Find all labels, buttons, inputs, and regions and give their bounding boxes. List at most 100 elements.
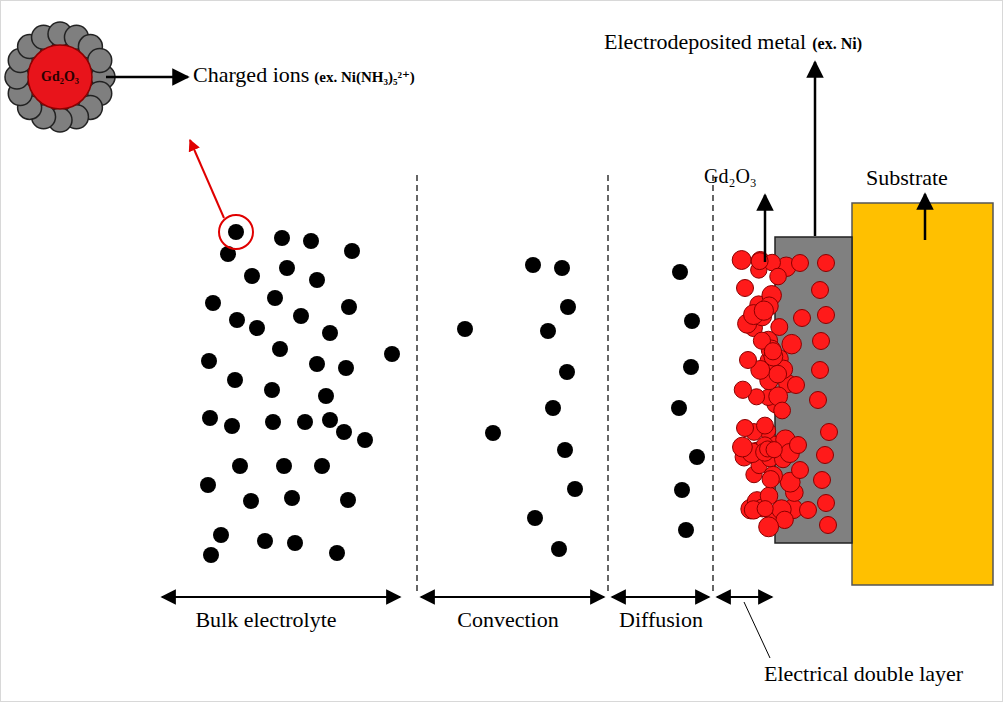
ion-dot	[338, 360, 354, 376]
ion-dot	[267, 290, 283, 306]
ion-dot	[257, 533, 273, 549]
ion-shell	[5, 22, 115, 132]
oxide-particle	[812, 282, 829, 299]
ion-dot	[560, 299, 576, 315]
ion-dot	[671, 400, 687, 416]
ion-dot	[303, 233, 319, 249]
oxide-particle	[818, 255, 835, 272]
ion-dot	[344, 243, 360, 259]
ion-dot	[276, 458, 292, 474]
oxide-particle	[751, 251, 769, 269]
oxide-particle	[792, 462, 809, 479]
ion-dot	[684, 313, 700, 329]
oxide-particle	[733, 437, 753, 457]
ion-dot	[224, 418, 240, 434]
ion-dot	[228, 224, 244, 240]
ion-dot	[244, 268, 260, 284]
ion-dot	[551, 541, 567, 557]
ion-dot	[284, 490, 300, 506]
oxide-particle	[820, 517, 837, 534]
ion-dot	[525, 257, 541, 273]
ion-dot	[559, 364, 575, 380]
particle-dots	[200, 224, 705, 563]
ion-dot	[557, 442, 573, 458]
ion-dot	[205, 295, 221, 311]
pointer-arrow	[106, 76, 188, 79]
ion-dot	[384, 346, 400, 362]
ion-dot	[272, 341, 288, 357]
ion-dot	[265, 414, 281, 430]
label: (ex. Ni)	[812, 35, 862, 53]
ion-dot	[293, 308, 309, 324]
pointer-arrow	[814, 62, 817, 236]
pointer-arrow	[764, 195, 767, 262]
oxide-particle	[800, 502, 817, 519]
oxide-particle	[810, 392, 827, 409]
ion-dot	[318, 388, 334, 404]
label: Convection	[457, 608, 558, 632]
label: Substrate	[866, 166, 948, 190]
oxide-particle	[788, 377, 805, 394]
ion-dot	[200, 477, 216, 493]
oxide-particle	[734, 381, 751, 398]
ion-dot	[227, 372, 243, 388]
ion-dot	[567, 481, 583, 497]
oxide-particle	[766, 442, 782, 458]
particle-core: Gd₂O₃	[27, 44, 93, 110]
pointer-arrow	[924, 194, 927, 240]
highlight-circle	[219, 215, 253, 249]
ion-dot	[329, 545, 345, 561]
gd2o3-particles	[732, 251, 837, 537]
oxide-particle	[812, 362, 829, 379]
oxide-particle	[759, 517, 779, 537]
label: Gd₂O₃	[704, 165, 757, 187]
oxide-particle	[732, 251, 751, 270]
label: Electrodeposited metal	[604, 30, 806, 54]
ion-dot	[689, 449, 705, 465]
ion-dot	[457, 321, 473, 337]
ion-dot	[683, 359, 699, 375]
ion-dot	[322, 412, 338, 428]
oxide-particle	[771, 319, 788, 336]
label: Electrical double layer	[764, 662, 963, 686]
ion-dot	[202, 410, 218, 426]
ion-dot	[340, 492, 356, 508]
label: (ex. Ni(NH₃)₅²⁺)	[314, 69, 415, 86]
ion-dot	[309, 272, 325, 288]
ion-dot	[314, 458, 330, 474]
ion-dot	[309, 356, 325, 372]
oxide-particle	[792, 255, 809, 272]
ion-dot	[672, 264, 688, 280]
ion-dot	[274, 230, 290, 246]
oxide-particle	[818, 307, 835, 324]
label: Bulk electrolyte	[195, 608, 336, 632]
ion-dot	[357, 432, 373, 448]
oxide-particle	[740, 352, 757, 369]
ion-dot	[322, 325, 338, 341]
ion-dot	[232, 458, 248, 474]
oxide-particle	[757, 501, 773, 517]
ion-dot	[297, 414, 313, 430]
oxide-particle	[790, 437, 807, 454]
ion-dot	[674, 482, 690, 498]
ion-dot	[243, 493, 259, 509]
region-divider	[417, 175, 713, 592]
ion-dot	[540, 323, 556, 339]
node-text-wrap: Gd₂O₃	[41, 69, 79, 84]
oxide-particle	[770, 268, 787, 285]
oxide-particle	[762, 471, 779, 488]
deposited-metal	[775, 237, 852, 543]
ion-dot	[287, 535, 303, 551]
ion-dot	[249, 320, 265, 336]
oxide-particle	[817, 447, 834, 464]
ion-dot	[229, 312, 245, 328]
particle-circle	[28, 45, 92, 109]
ion-dot	[279, 260, 295, 276]
oxide-particle	[764, 343, 781, 360]
zoom-arrow	[190, 140, 224, 218]
particle-label: Gd₂O₃	[41, 69, 79, 84]
oxide-particle	[794, 310, 811, 327]
